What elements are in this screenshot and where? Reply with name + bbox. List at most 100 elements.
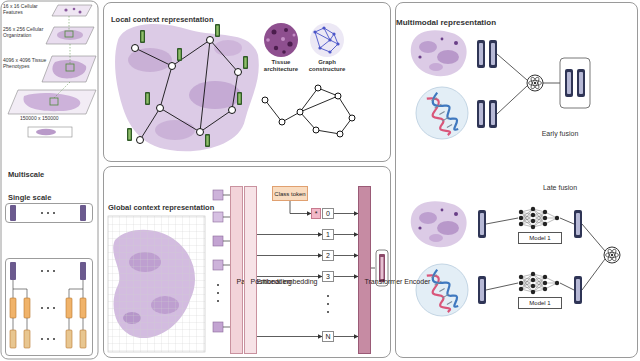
connector-arrow [257,336,322,337]
image-patches [327,303,329,305]
left-panel [1,1,98,359]
tissue-graph [237,92,242,105]
early-fusion-figure [497,54,560,114]
abstract-graph [337,131,343,137]
graph-construction-icon [336,42,339,45]
tissue-graph [127,128,132,141]
single-scale-vectors [41,212,43,214]
box-label: 3 [326,273,330,280]
annotation-label: 256 x 256 Cellular Organization [3,27,47,39]
image-patches [217,292,219,294]
model-box: Model 1 [518,232,562,244]
scale-pyramid [79,11,82,14]
connector-arrow [334,276,358,277]
scale-pyramid [52,5,92,16]
tissue-architecture-icon [274,46,278,50]
multimodal-panel: Multimodal representationModel 1Model 1 [395,2,638,358]
early-fusion-figure [416,87,468,139]
connector-arrow [257,255,322,256]
multiscale-tree [24,298,30,318]
early-fusion-figure [489,40,497,68]
multiscale-tree [24,330,30,348]
multiscale-tree [47,270,49,272]
tissue-architecture-icon [264,23,298,57]
scale-pyramid [46,27,94,44]
position-index: 3 [322,271,334,282]
late-fusion-figure [519,207,559,229]
tissue-graph [205,134,210,147]
heading: Multimodal representation [396,18,496,27]
abstract-graph [297,109,303,115]
graph-construction-icon [310,23,344,57]
annotation-label: 4096 x 4096 Tissue Phenotypes [3,58,47,70]
multiscale-tree [13,318,83,330]
early-fusion-figure [527,75,543,91]
tissue-graph [135,40,238,140]
tissue-graph [157,105,164,112]
graph-construction-icon [322,26,325,29]
tissue-graph [214,40,242,56]
graph-construction-icon [328,50,331,53]
output-vector [381,257,384,279]
image-patches [213,190,223,200]
multiscale-tree [13,280,83,298]
left-panel [1,1,98,359]
annotation-label: Graph constructure [304,59,350,73]
image-patches [327,295,329,297]
scale-pyramid [8,90,96,114]
tissue-graph [229,107,236,114]
multiscale-tree [47,307,49,309]
position-index: N [322,331,334,342]
scale-pyramid [57,30,83,40]
early-fusion-figure [477,100,485,128]
multiscale-tree [80,262,86,280]
multiscale-tree [41,338,43,340]
scale-pyramid [52,60,86,78]
tissue-graph [235,69,242,76]
early-fusion-figure [560,58,590,108]
local-context-panel: Local context representation [103,2,391,162]
tissue-graph [169,63,176,70]
scale-pyramid [23,93,80,111]
tissue-architecture-icon [264,23,298,57]
box-label: * [315,210,318,217]
abstract-graph [349,115,355,121]
transformer-encoder-band: Transformer Encoder [358,186,371,354]
single-scale-vectors [47,212,49,214]
tissue-graph [207,37,214,44]
connector-arrow [334,336,358,337]
connector-arrow [257,234,322,235]
scale-pyramid [8,5,96,137]
multiscale-tree [10,262,16,280]
box-label: Class token [274,191,305,197]
tissue-architecture-icon [293,34,296,37]
early-fusion-figure [411,30,590,139]
tissue-graph [137,137,144,144]
patch-grid [108,216,205,352]
tissue-architecture-icon [284,28,288,32]
image-patches [217,300,219,302]
abstract-graph [262,97,268,103]
output-vector [371,268,375,269]
band-label: Transformer Encoder [365,278,431,285]
late-fusion-figure [478,210,486,238]
early-fusion-figure [577,69,585,97]
graph-construction-icon [313,30,316,33]
tissue-graph [215,24,220,37]
box-label: Model 1 [529,235,550,241]
tissue-graph [155,120,195,140]
patch-grid [108,216,205,352]
multiscale-tree [10,262,86,348]
tissue-architecture-icon [282,50,286,54]
scale-pyramid [28,127,72,137]
multiscale-tree [53,307,55,309]
connector-arrow [334,255,358,256]
scale-pyramid [73,8,76,11]
scale-pyramid [50,98,58,105]
late-fusion-figure [574,210,582,238]
tissue-graph [145,92,150,105]
scale-pyramid [42,56,96,82]
image-patches [213,322,223,332]
heading: Local context representation [111,15,214,24]
patch-embedding-band: Patch Embedding [230,186,243,354]
